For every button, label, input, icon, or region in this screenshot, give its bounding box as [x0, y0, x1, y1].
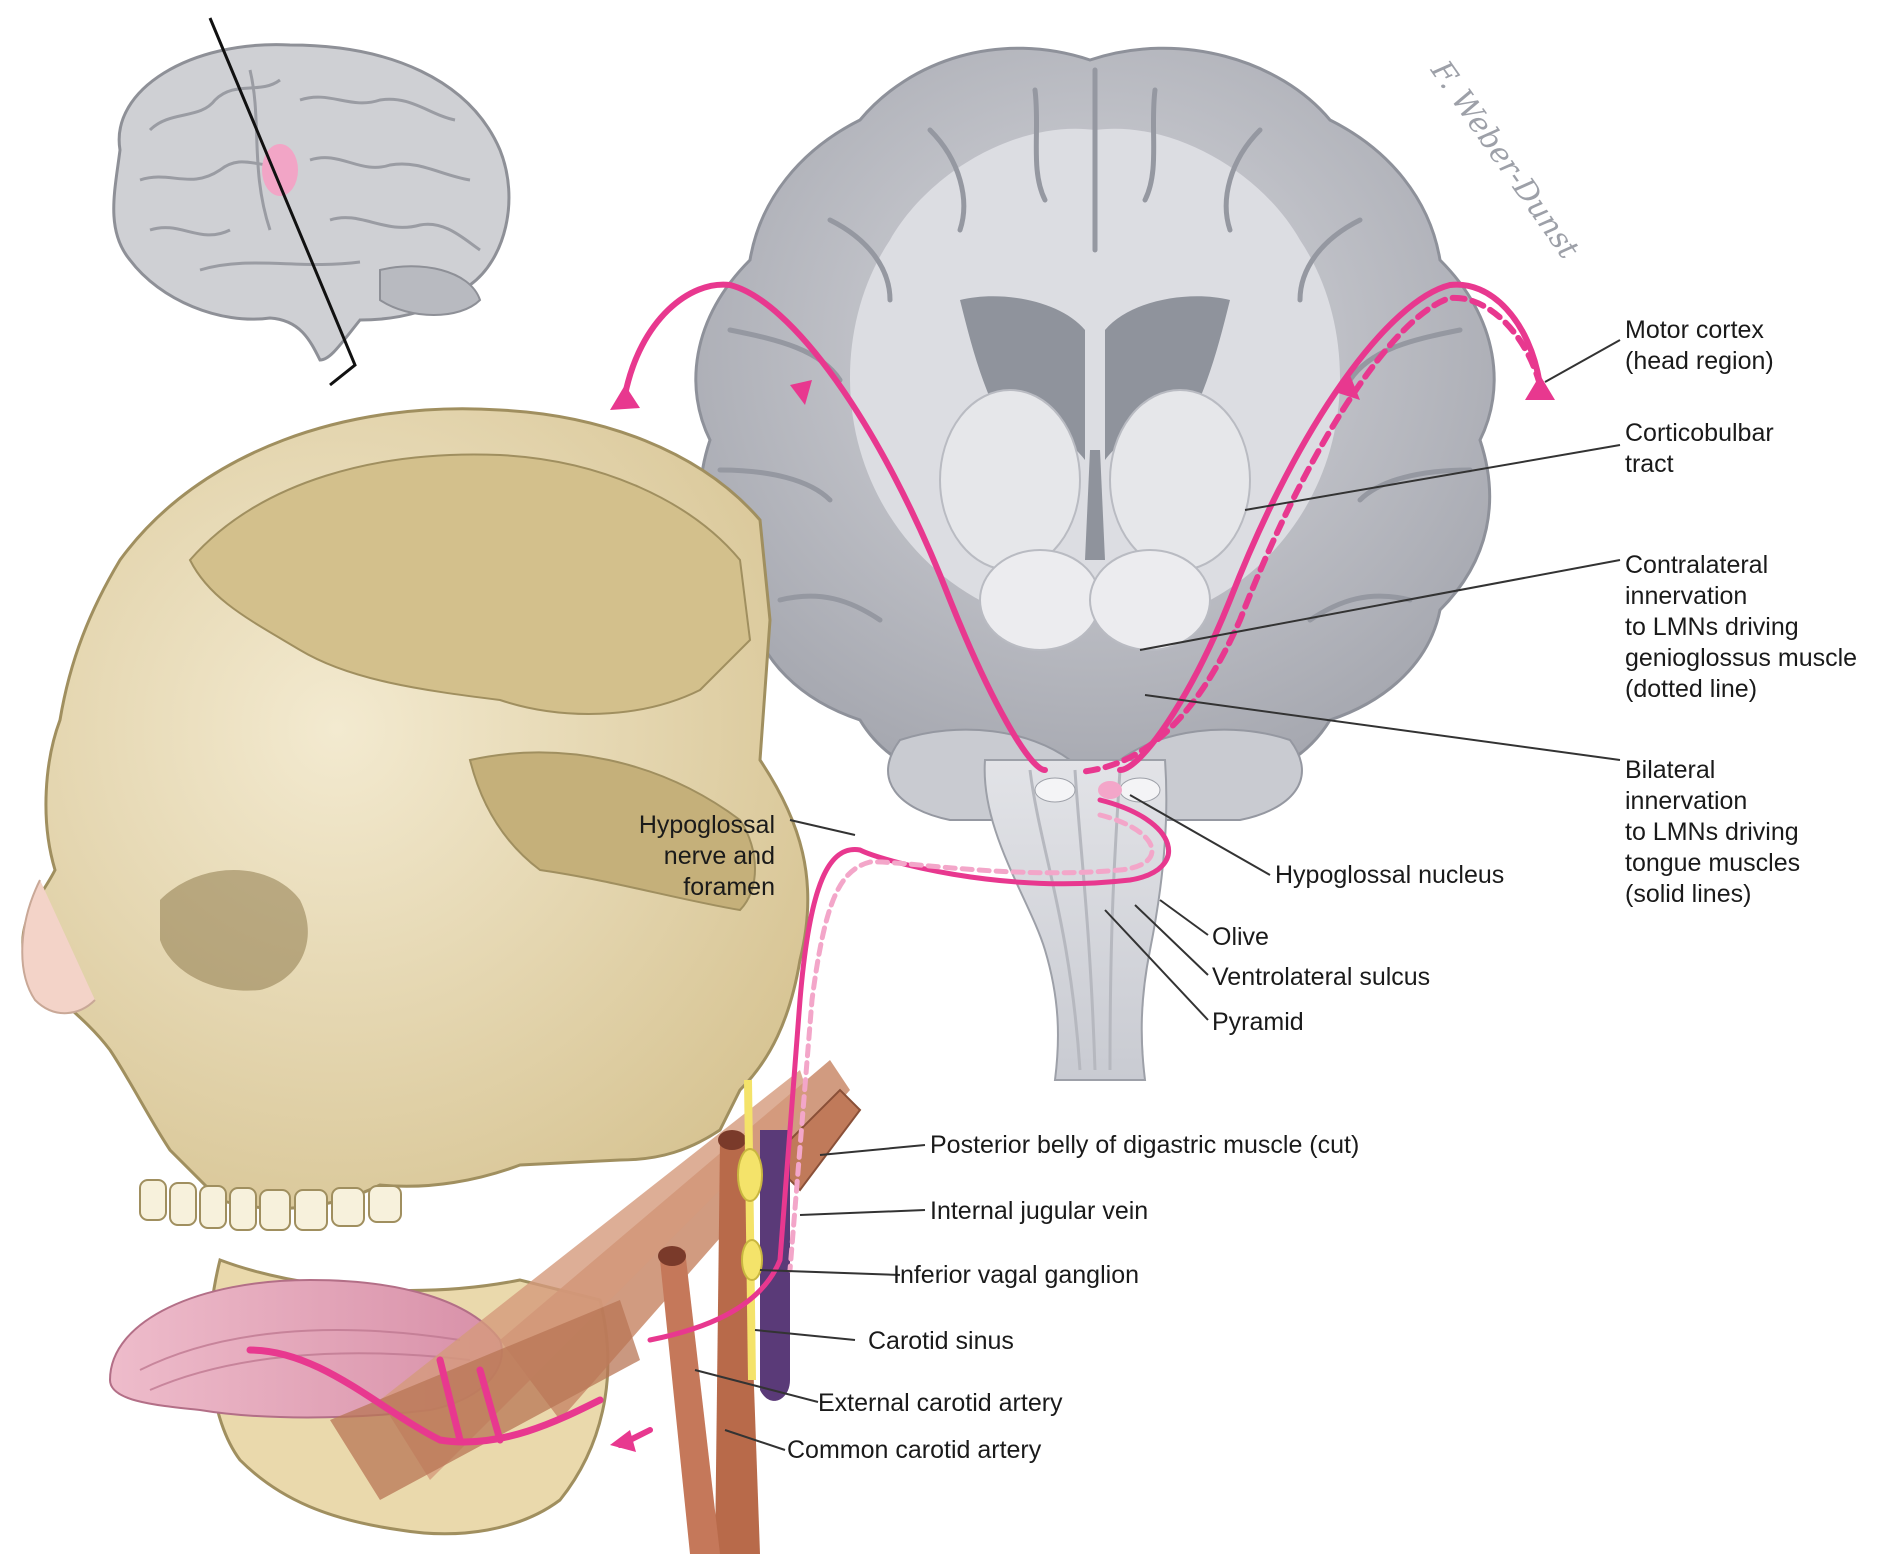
label-digastric-muscle: Posterior belly of digastric muscle (cut…	[930, 1131, 1360, 1159]
coronal-brain-section	[694, 46, 1496, 821]
label-contralateral-innervation: Contralateral innervation to LMNs drivin…	[1625, 551, 1858, 703]
label-pyramid: Pyramid	[1212, 1008, 1304, 1036]
label-common-carotid-artery: Common carotid artery	[787, 1436, 1042, 1464]
label-motor-cortex: Motor cortex (head region)	[1625, 316, 1774, 375]
label-hypoglossal-nerve-foramen: Hypoglossal nerve and foramen	[638, 811, 775, 901]
label-leader-lines	[694, 339, 1621, 1451]
inset-brain	[112, 17, 511, 387]
label-corticobulbar-tract: Corticobulbar tract	[1625, 419, 1774, 478]
label-external-carotid-artery: External carotid artery	[818, 1389, 1063, 1417]
label-inferior-vagal-ganglion: Inferior vagal ganglion	[893, 1261, 1139, 1289]
label-bilateral-innervation: Bilateral innervation to LMNs driving to…	[1625, 756, 1801, 908]
corticobulbar-tracts	[246, 281, 1543, 1448]
label-internal-jugular-vein: Internal jugular vein	[930, 1197, 1149, 1225]
brainstem	[983, 759, 1168, 1081]
label-hypoglossal-nucleus: Hypoglossal nucleus	[1275, 861, 1505, 889]
label-olive: Olive	[1212, 923, 1269, 951]
label-ventrolateral-sulcus: Ventrolateral sulcus	[1212, 963, 1431, 991]
tract-arrowheads	[610, 375, 1555, 1452]
label-carotid-sinus: Carotid sinus	[868, 1327, 1014, 1355]
section-plane-line	[208, 17, 357, 387]
hypoglossal-nucleus-mark	[1098, 781, 1122, 799]
artist-signature: F. Weber-Dunst	[1423, 54, 1586, 266]
